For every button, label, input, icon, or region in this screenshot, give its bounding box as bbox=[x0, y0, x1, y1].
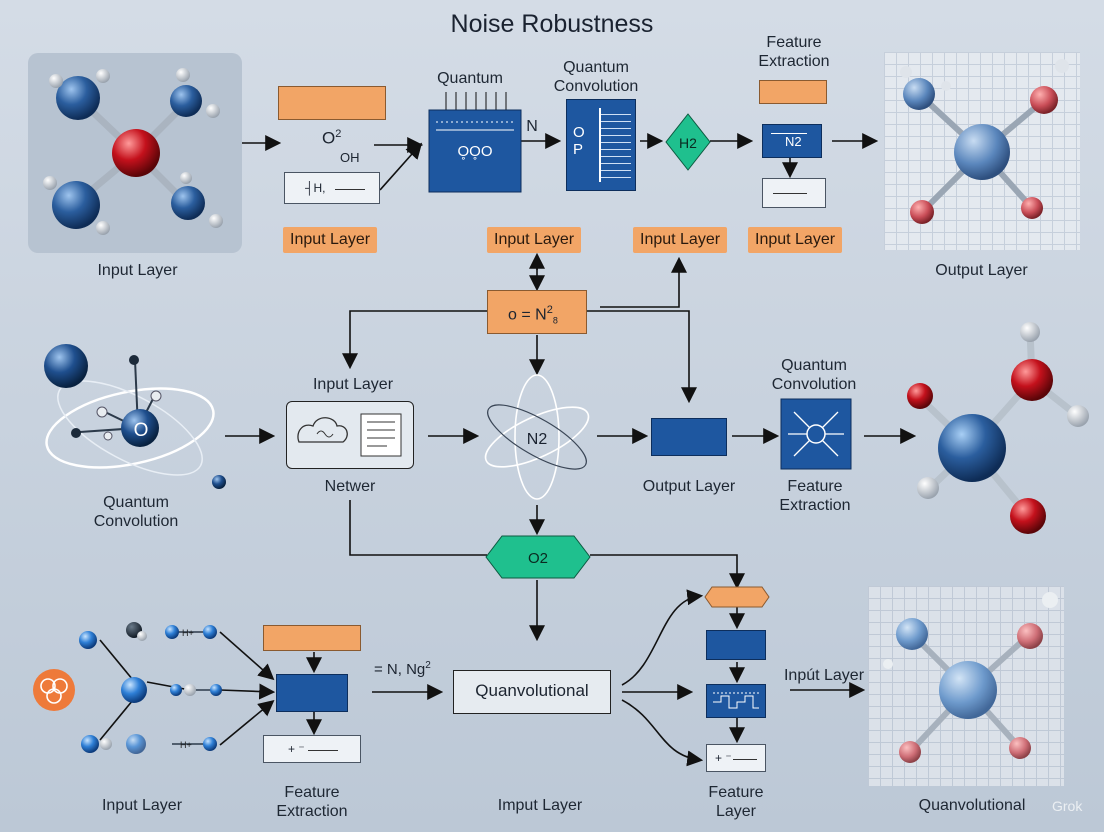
knot-icon bbox=[33, 669, 75, 711]
oxygen-atom-icon: O bbox=[44, 344, 226, 489]
h2-diamond: H2 bbox=[665, 113, 711, 171]
network-box bbox=[286, 401, 414, 469]
orange-block-2 bbox=[759, 80, 827, 104]
quantum-convolution-label-1: Quantum Convolution bbox=[553, 59, 639, 95]
feature-extraction-label-2: Feature Extraction bbox=[779, 478, 851, 514]
formula-box-o-n2: o = N28 bbox=[487, 290, 587, 334]
quantum-label: Quantum bbox=[437, 70, 503, 87]
formula-oh: OH bbox=[340, 150, 360, 165]
n2-arrow bbox=[771, 133, 807, 134]
quantum-convolution-box: O P bbox=[566, 99, 636, 191]
data-block-1: ┤H, bbox=[284, 172, 380, 204]
block-3-line bbox=[308, 750, 338, 751]
quantum-convolution-label-2: Quantum Convolution bbox=[93, 494, 179, 530]
output-molecule-icon bbox=[900, 59, 1069, 224]
orange-block-1 bbox=[278, 86, 386, 120]
quantum-convolution-label-3: Quantum Convolution bbox=[771, 357, 857, 393]
output-layer-box bbox=[651, 418, 727, 456]
input-layer-arrow-label: Inpút Layer bbox=[783, 667, 865, 684]
feature-extraction-label-3: Feature Extraction bbox=[276, 784, 348, 820]
orange-hexagon bbox=[704, 586, 770, 608]
quanvolutional-label: Quanvolutional bbox=[918, 797, 1026, 814]
output-layer-label-2: Output Layer bbox=[642, 478, 736, 495]
circuit-chip-box bbox=[706, 684, 766, 718]
cloud-icon bbox=[297, 413, 402, 457]
input-layer-label-3: Input Layer bbox=[101, 797, 183, 814]
feature-layer-label: Feature Layer bbox=[708, 784, 764, 820]
n2-box: N2 bbox=[762, 124, 822, 158]
feature-extraction-label-1: Feature Extraction bbox=[758, 34, 830, 70]
quantum-circuit-box: O̥O̥O bbox=[428, 92, 522, 193]
svg-text:O: O bbox=[134, 420, 149, 441]
qc-box-lines bbox=[599, 108, 631, 182]
block-4-text: + ⁻ bbox=[715, 751, 732, 765]
grok-watermark: Grok bbox=[1052, 798, 1083, 814]
orange-block-3 bbox=[263, 625, 361, 651]
svg-text:H2: H2 bbox=[679, 135, 697, 151]
output-molecule-grid bbox=[884, 52, 1080, 250]
data-block-4: + ⁻ bbox=[706, 744, 766, 772]
formula-o-n2: o = N28 bbox=[508, 304, 558, 326]
imput-layer-label: Imput Layer bbox=[497, 797, 583, 814]
n2-box-text: N2 bbox=[785, 134, 802, 149]
quanvolutional-molecule-grid bbox=[868, 586, 1064, 786]
data-block-3: + ⁻ bbox=[263, 735, 361, 763]
formula-n-ng2: = N, Ng2 bbox=[374, 660, 431, 678]
molecule-network-icon: H+ H+ bbox=[79, 622, 222, 754]
quanvolutional-box-label: Quanvolutional bbox=[475, 681, 589, 700]
block-1-line bbox=[335, 189, 365, 190]
convolution-filter-icon bbox=[780, 398, 852, 470]
tag-input-layer-1: Input Layer bbox=[283, 227, 378, 253]
svg-text:H+: H+ bbox=[180, 740, 192, 750]
n-label: N bbox=[526, 118, 538, 135]
qc-box-text: O P bbox=[573, 124, 585, 158]
input-layer-label-2: Input Layer bbox=[312, 376, 394, 393]
molecule-icon bbox=[43, 68, 223, 235]
quanvolutional-molecule-icon bbox=[883, 592, 1058, 763]
chip-icon bbox=[713, 692, 761, 709]
netwer-label: Netwer bbox=[324, 478, 376, 495]
block-2-line bbox=[773, 193, 807, 194]
output-layer-label-1: Output Layer bbox=[935, 262, 1028, 279]
formula-o2: O2 bbox=[322, 128, 342, 148]
tag-input-layer-4: Input Layer bbox=[748, 227, 843, 253]
svg-text:O2: O2 bbox=[528, 550, 548, 567]
feature-blue-box bbox=[276, 674, 348, 712]
svg-text:H+: H+ bbox=[182, 628, 194, 638]
o2-hexagon: O2 bbox=[485, 535, 591, 579]
water-molecule-icon bbox=[907, 322, 1089, 534]
quanvolutional-box: Quanvolutional bbox=[453, 670, 611, 714]
data-block-2 bbox=[762, 178, 826, 208]
block-4-line bbox=[733, 759, 757, 760]
block-3-text: + ⁻ bbox=[288, 742, 305, 756]
tag-input-layer-2: Input Layer bbox=[487, 227, 582, 253]
diagram-title: Noise Robustness bbox=[450, 10, 654, 38]
svg-text:N2: N2 bbox=[527, 431, 548, 448]
circuit-text: O̥O̥O bbox=[457, 143, 492, 160]
block-1-text: ┤H, bbox=[305, 181, 326, 195]
feature-layer-blue-box bbox=[706, 630, 766, 660]
input-molecule-panel bbox=[28, 53, 242, 253]
tag-input-layer-3: Input Layer bbox=[633, 227, 728, 253]
input-layer-label-1: Input Layer bbox=[97, 262, 178, 279]
n2-atom-icon: N2 bbox=[484, 374, 590, 500]
